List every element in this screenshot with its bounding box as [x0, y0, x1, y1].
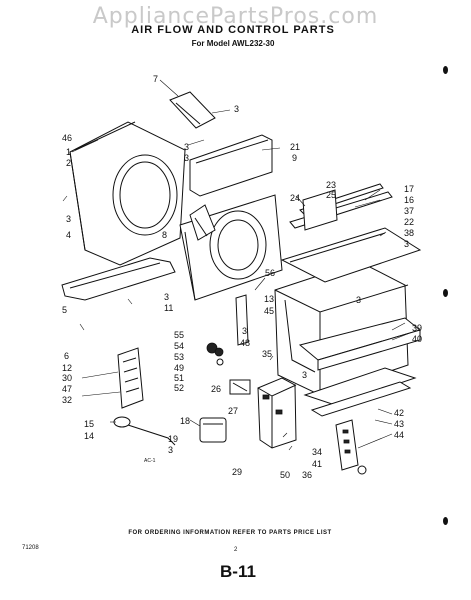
- callout-3: 3: [66, 214, 71, 224]
- callout-40: 40: [412, 334, 422, 344]
- document-code: 71208: [22, 545, 39, 551]
- section-id: B-11: [220, 562, 256, 581]
- callout-22: 22: [404, 217, 414, 227]
- top-channel: [189, 134, 273, 197]
- callout-49: 49: [174, 363, 184, 373]
- model-subtitle: For Model AWL232-30: [191, 39, 275, 48]
- callout-30: 30: [62, 373, 72, 383]
- callout-13: 13: [264, 294, 274, 304]
- control-box: [257, 377, 297, 449]
- drain-pan: [298, 317, 422, 371]
- callout-54: 54: [174, 341, 184, 351]
- page-number: 2: [234, 547, 238, 553]
- watermark: AppliancePartsPros.com: [92, 4, 379, 29]
- side-plate: [235, 294, 249, 346]
- callout-8: 8: [162, 230, 167, 240]
- callout-45: 45: [264, 306, 274, 316]
- callout-6: 6: [64, 351, 69, 361]
- callout-56: 56: [265, 268, 275, 278]
- fan-blade: [189, 204, 216, 241]
- top-bracket: [169, 91, 216, 129]
- leader-lines: [71, 79, 411, 449]
- callout-2: 2: [66, 158, 71, 168]
- callout-3: 3: [164, 292, 169, 302]
- callout-3: 3: [168, 445, 173, 455]
- callout-19: 19: [168, 434, 178, 444]
- callout-42: 42: [394, 408, 404, 418]
- callout-3: 3: [184, 142, 189, 152]
- callout-3: 3: [404, 239, 409, 249]
- callout-5: 5: [62, 305, 67, 315]
- fan-shroud: [69, 121, 186, 266]
- ordering-note: FOR ORDERING INFORMATION REFER TO PARTS …: [128, 530, 332, 536]
- top-right-panel: [280, 227, 422, 283]
- callout-7: 7: [153, 74, 158, 84]
- callout-55: 55: [174, 330, 184, 340]
- callout-labels: 7 3 46 3 1 2 3 21 9 3 4 8 23 25 24 17 16…: [62, 74, 422, 480]
- callout-27: 27: [228, 406, 238, 416]
- callout-3: 3: [234, 104, 239, 114]
- callout-23: 23: [326, 180, 336, 190]
- callout-53: 53: [174, 352, 184, 362]
- base-pan: [303, 367, 417, 417]
- callout-14: 14: [84, 431, 94, 441]
- callout-50: 50: [280, 470, 290, 480]
- callout-25: 25: [326, 190, 336, 200]
- callout-43: 43: [394, 419, 404, 429]
- callout-1: 1: [66, 147, 71, 157]
- screws: [62, 195, 293, 451]
- callout-26: 26: [211, 384, 221, 394]
- rotary-switch: [229, 379, 251, 395]
- binder-hole-top: [443, 66, 448, 74]
- callout-35: 35: [262, 349, 272, 359]
- callout-51: 51: [174, 373, 184, 383]
- callout-37: 37: [404, 206, 414, 216]
- binder-hole-middle: [443, 289, 448, 297]
- callout-44: 44: [394, 430, 404, 440]
- callout-15: 15: [84, 419, 94, 429]
- callout-3: 3: [302, 370, 307, 380]
- grommet: [357, 465, 367, 475]
- louver-grille: [117, 347, 144, 409]
- callout-36: 36: [302, 470, 312, 480]
- control-panel: [335, 419, 359, 471]
- callout-24: 24: [290, 193, 300, 203]
- callout-21: 21: [290, 142, 300, 152]
- mounting-bracket: [302, 189, 338, 231]
- callout-18: 18: [180, 416, 190, 426]
- binder-hole-bottom: [443, 517, 448, 525]
- callout-32: 32: [62, 395, 72, 405]
- callout-48: 48: [240, 338, 250, 348]
- callout-17: 17: [404, 184, 414, 194]
- callout-46: 46: [62, 133, 72, 143]
- callout-34: 34: [312, 447, 322, 457]
- callout-47: 47: [62, 384, 72, 394]
- callout-38: 38: [404, 228, 414, 238]
- control-knobs: [206, 342, 224, 366]
- callout-3: 3: [242, 326, 247, 336]
- callout-52: 52: [174, 383, 184, 393]
- callout-4: 4: [66, 230, 71, 240]
- callout-9: 9: [292, 153, 297, 163]
- callout-16: 16: [404, 195, 414, 205]
- callout-12: 12: [62, 363, 72, 373]
- callout-3: 3: [184, 153, 189, 163]
- center-partition: [179, 194, 283, 301]
- heater-element: [113, 416, 176, 446]
- callout-41: 41: [312, 459, 322, 469]
- callout-11: 11: [164, 303, 173, 313]
- base-rail: [61, 257, 176, 301]
- diagram-title: AIR FLOW AND CONTROL PARTS: [131, 24, 335, 36]
- callout-39: 39: [412, 323, 422, 333]
- callout-29: 29: [232, 467, 242, 477]
- diagram-tag: AC-1: [144, 458, 156, 464]
- callout-3: 3: [356, 295, 361, 305]
- capacitor: [199, 417, 227, 443]
